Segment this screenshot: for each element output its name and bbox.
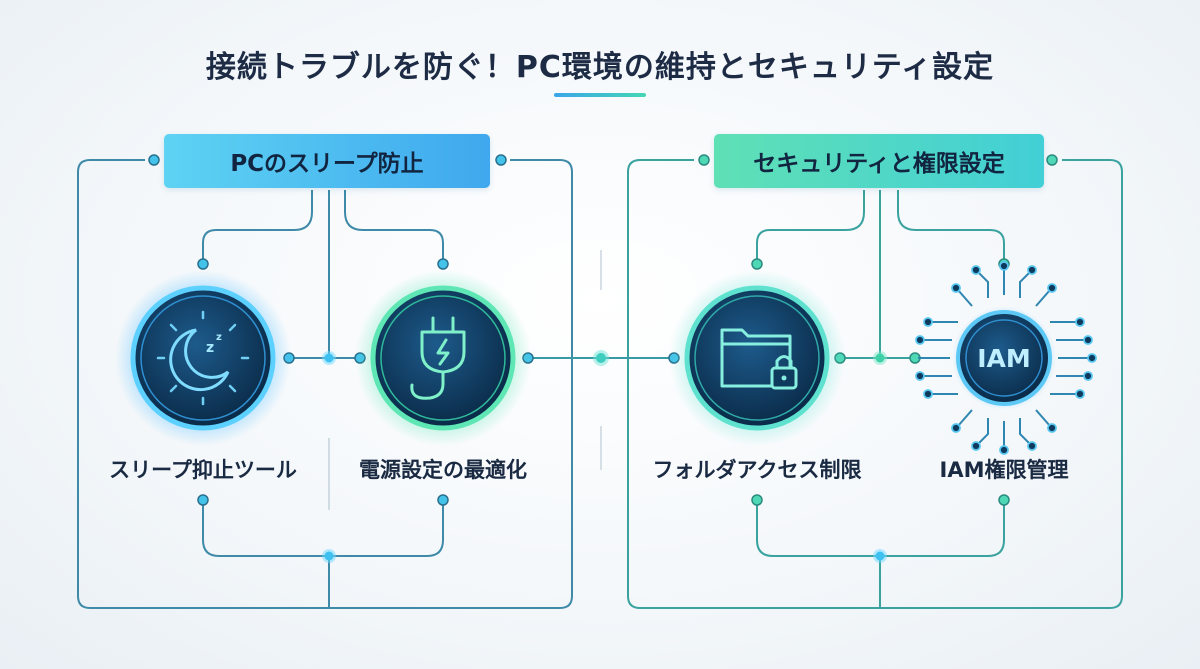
svg-text:z: z: [216, 332, 222, 343]
power-plug-icon: [355, 270, 531, 446]
label-sleep-tool: スリープ抑止ツール: [109, 458, 297, 482]
junction-nodes: [322, 350, 887, 563]
title-underline: [554, 93, 646, 97]
panel-title-sleep-prevention: PCのスリープ防止: [164, 134, 490, 188]
label-folder-access: フォルダアクセス制限: [652, 458, 862, 482]
svg-text:z: z: [206, 340, 214, 356]
folder-lock-icon: [669, 270, 845, 446]
label-iam: IAM権限管理: [939, 458, 1069, 482]
panel-title-security: セキュリティと権限設定: [714, 134, 1044, 188]
iam-badge-text: IAM: [977, 344, 1031, 373]
label-power-settings: 電源設定の最適化: [359, 458, 527, 482]
iam-chip-icon: IAM: [915, 261, 1097, 455]
page-title: 接続トラブルを防ぐ！PC環境の維持とセキュリティ設定: [205, 50, 995, 85]
moon-sleep-icon: z z: [115, 270, 291, 446]
